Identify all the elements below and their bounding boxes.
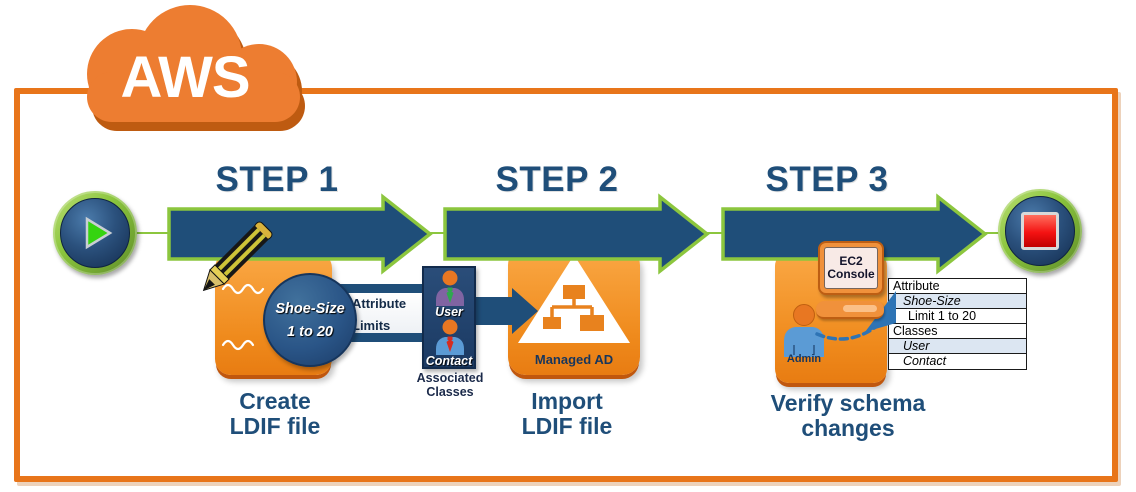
associated-classes-caption: Associated Classes [416, 371, 484, 399]
step3-label: STEP 3 [765, 160, 889, 199]
step-arrows [167, 193, 988, 275]
step1-caption: Create LDIF file [229, 388, 321, 439]
aws-cloud-icon [87, 5, 305, 131]
step2-arrow [443, 193, 710, 275]
stop-button [998, 189, 1082, 273]
pencil-icon [202, 221, 273, 292]
managed-ad-icon [518, 255, 630, 343]
managed-ad-label: Managed AD [534, 352, 614, 367]
play-icon [85, 216, 113, 250]
associated-classes-box: User Contact [422, 266, 476, 369]
play-button-face [60, 198, 130, 268]
banner-attribute-label: Attribute [352, 296, 407, 311]
keyboard-icon [816, 301, 884, 319]
step3-caption: Verify schema changes [770, 390, 926, 441]
keyboard-pill [843, 305, 877, 312]
ec2-console-label: EC2 Console [824, 247, 878, 289]
table-row: Classes [889, 324, 1026, 339]
admin-person-icon [784, 304, 824, 357]
shoe-size-range: 1 to 20 [287, 323, 333, 340]
step2-caption: Import LDIF file [521, 388, 613, 439]
user-person-icon [436, 270, 464, 306]
table-row: Contact [889, 354, 1026, 369]
step2-label: STEP 2 [495, 160, 619, 199]
ec2-console-monitor-icon: EC2 Console [818, 241, 884, 295]
table-row: Limit 1 to 20 [889, 309, 1026, 324]
step3-arrow [721, 193, 988, 275]
shoe-size-label: Shoe-Size [275, 300, 345, 317]
step1-label: STEP 1 [215, 160, 339, 199]
admin-label: Admin [786, 353, 822, 365]
stop-button-face [1005, 196, 1075, 266]
contact-person-icon [436, 319, 464, 355]
shoe-size-circle: Shoe-Size 1 to 20 [263, 273, 357, 367]
aws-label: AWS [120, 45, 250, 110]
import-arrow [474, 288, 538, 334]
table-row: Shoe-Size [889, 294, 1026, 309]
contact-label: Contact [425, 354, 473, 368]
banner-limits-label: Limits [352, 318, 391, 333]
user-label: User [435, 305, 463, 319]
table-row: User [889, 339, 1026, 354]
play-button [53, 191, 137, 275]
stop-icon [1021, 212, 1059, 250]
note-squiggles-icon [221, 283, 265, 351]
schema-table: Attribute Shoe-Size Limit 1 to 20 Classe… [888, 278, 1027, 370]
table-row: Attribute [889, 279, 1026, 294]
